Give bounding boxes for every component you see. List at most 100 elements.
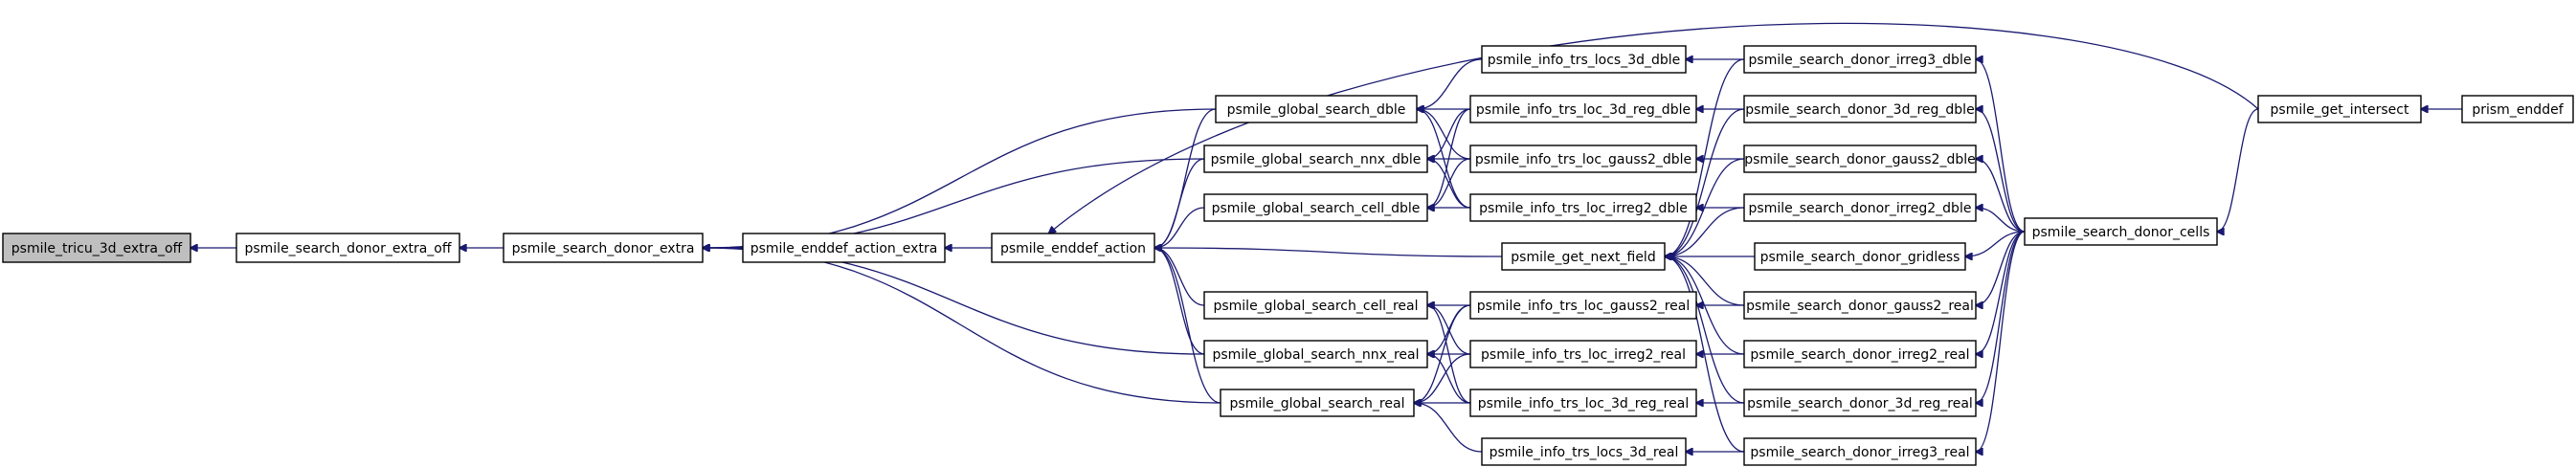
node-box[interactable] [1743, 389, 1977, 417]
node-label: psmile_global_search_cell_real [1213, 299, 1418, 314]
call-edge-n_sdx-n_gs_dble [703, 108, 1217, 248]
node-box[interactable] [503, 233, 704, 263]
call-edge-n_sd3dreg_dble-n_sdcells [1976, 109, 2026, 233]
call-edge-n_gnf-n_sdg2_real [1665, 256, 1745, 306]
graph-node-sdi2-dble[interactable]: psmile_search_donor_irreg2_dble [1743, 193, 1977, 222]
graph-node-sd3dreg-real[interactable]: psmile_search_donor_3d_reg_real [1743, 389, 1977, 417]
node-box[interactable] [1203, 193, 1428, 222]
node-box[interactable] [1203, 145, 1428, 173]
graph-node-sdx-off[interactable]: psmile_search_donor_extra_off [235, 233, 460, 263]
graph-node-sdi3-real[interactable]: psmile_search_donor_irreg3_real [1743, 437, 1977, 466]
node-box[interactable] [1215, 95, 1418, 123]
graph-node-gsnnx-real[interactable]: psmile_global_search_nnx_real [1203, 340, 1428, 368]
node-box[interactable] [1754, 242, 1966, 271]
graph-node-prism[interactable]: prism_enddef [2461, 95, 2574, 123]
node-label: psmile_search_donor_gauss2_dble [1744, 152, 1975, 167]
call-edge-n_gscell_dble-n_itl3dreg_dble [1427, 108, 1471, 208]
graph-node-gscell-real[interactable]: psmile_global_search_cell_real [1203, 291, 1428, 320]
call-edge-n_gnf-n_sdi3_real [1665, 256, 1745, 453]
call-edge-n_eda-n_gsnnx_real [1154, 248, 1205, 355]
node-label: psmile_search_donor_3d_reg_real [1747, 396, 1973, 411]
call-edge-n_sdi3_real-n_sdcells [1976, 231, 2026, 452]
node-label: psmile_info_trs_loc_gauss2_real [1477, 299, 1691, 314]
node-box[interactable] [1203, 340, 1428, 368]
node-box[interactable] [2024, 217, 2218, 246]
node-label: psmile_search_donor_gridless [1760, 250, 1960, 265]
graph-node-itl3dreg-dble[interactable]: psmile_info_trs_loc_3d_reg_dble [1469, 95, 1697, 123]
graph-node-sdi2-real[interactable]: psmile_search_donor_irreg2_real [1743, 340, 1977, 368]
node-box[interactable] [1481, 45, 1687, 74]
node-box[interactable] [1743, 291, 1977, 320]
node-box[interactable] [1743, 193, 1977, 222]
node-box[interactable] [2, 233, 191, 263]
node-box[interactable] [1469, 95, 1697, 123]
call-edge-n_eda-n_gnf [1154, 248, 1503, 257]
graph-node-eda-extra[interactable]: psmile_enddef_action_extra [742, 233, 946, 263]
graph-node-sdg2-dble[interactable]: psmile_search_donor_gauss2_dble [1743, 145, 1977, 173]
graph-node-itlg2-dble[interactable]: psmile_info_trs_loc_gauss2_dble [1469, 145, 1697, 173]
call-edge-n_eda-n_gs_dble [1154, 108, 1217, 248]
graph-node-gnf[interactable]: psmile_get_next_field [1501, 242, 1666, 271]
node-box[interactable] [1469, 145, 1697, 173]
call-edge-n_sdg2_real-n_sdcells [1976, 231, 2026, 305]
node-box[interactable] [1743, 437, 1977, 466]
node-box[interactable] [1469, 340, 1697, 368]
graph-node-sdgridless[interactable]: psmile_search_donor_gridless [1754, 242, 1966, 271]
graph-node-itl3dreg-real[interactable]: psmile_info_trs_loc_3d_reg_real [1469, 389, 1697, 417]
node-label: psmile_global_search_nnx_dble [1211, 152, 1422, 167]
graph-node-gsnnx-dble[interactable]: psmile_global_search_nnx_dble [1203, 145, 1428, 173]
call-edge-n_gsnnx_dble-n_itl3dreg_dble [1427, 108, 1471, 159]
node-label: psmile_global_search_nnx_real [1213, 347, 1420, 363]
node-box[interactable] [2461, 95, 2574, 123]
call-edge-n_gs_dble-n_itlg2_dble [1417, 109, 1471, 160]
graph-node-sdx[interactable]: psmile_search_donor_extra [503, 233, 704, 263]
call-edge-n_gnf-n_sdi3_dble [1665, 58, 1745, 256]
node-box[interactable] [1501, 242, 1666, 271]
node-box[interactable] [1743, 45, 1977, 74]
call-edge-n_sdgridless-n_sdcells [1965, 231, 2026, 256]
node-box[interactable] [1481, 437, 1687, 466]
call-edge-n_sdx-n_gsnnx_real [703, 248, 1205, 355]
call-edge-n_eda-n_gscell_real [1154, 248, 1205, 306]
call-edge-n_gs_real-n_itlg2_real [1414, 304, 1471, 403]
call-edge-n_sdx-n_gs_real [703, 248, 1221, 404]
node-box[interactable] [1743, 340, 1977, 368]
node-box[interactable] [1203, 291, 1428, 320]
node-box[interactable] [1469, 389, 1697, 417]
graph-node-gs-real[interactable]: psmile_global_search_real [1220, 389, 1415, 417]
graph-node-itli2-real[interactable]: psmile_info_trs_loc_irreg2_real [1469, 340, 1697, 368]
graph-node-gi[interactable]: psmile_get_intersect [2257, 95, 2422, 123]
graph-node-itli2-dble[interactable]: psmile_info_trs_loc_irreg2_dble [1469, 193, 1697, 222]
node-box[interactable] [742, 233, 946, 263]
graph-node-tricu[interactable]: psmile_tricu_3d_extra_off [2, 233, 191, 263]
node-box[interactable] [2257, 95, 2422, 123]
node-label: psmile_search_donor_extra [512, 241, 695, 256]
call-edge-n_sdi3_dble-n_sdcells [1976, 59, 2026, 233]
graph-node-itlg2-real[interactable]: psmile_info_trs_loc_gauss2_real [1469, 291, 1697, 320]
call-edge-n_sd3dreg_real-n_sdcells [1976, 231, 2026, 403]
graph-node-sdcells[interactable]: psmile_search_donor_cells [2024, 217, 2218, 246]
call-edge-n_sdi2_real-n_sdcells [1976, 231, 2026, 354]
call-edge-n_gnf-n_sdi2_dble [1665, 207, 1745, 256]
node-label: psmile_search_donor_irreg3_dble [1749, 53, 1972, 68]
node-box[interactable] [235, 233, 460, 263]
graph-node-itl3d-real[interactable]: psmile_info_trs_locs_3d_real [1481, 437, 1687, 466]
node-label: psmile_search_donor_3d_reg_dble [1745, 102, 1974, 118]
node-box[interactable] [1220, 389, 1415, 417]
node-box[interactable] [1743, 145, 1977, 173]
graph-node-gscell-dble[interactable]: psmile_global_search_cell_dble [1203, 193, 1428, 222]
node-label: psmile_info_trs_loc_3d_reg_real [1478, 396, 1689, 411]
call-edge-n_gnf-n_sd3dreg_dble [1665, 108, 1745, 256]
graph-node-sdi3-dble[interactable]: psmile_search_donor_irreg3_dble [1743, 45, 1977, 74]
node-label: psmile_search_donor_irreg2_real [1750, 347, 1969, 363]
node-box[interactable] [1469, 193, 1697, 222]
node-box[interactable] [1469, 291, 1697, 320]
graph-node-sdg2-real[interactable]: psmile_search_donor_gauss2_real [1743, 291, 1977, 320]
node-box[interactable] [991, 233, 1155, 263]
graph-node-itl3d-dble[interactable]: psmile_info_trs_locs_3d_dble [1481, 45, 1687, 74]
graph-node-gs-dble[interactable]: psmile_global_search_dble [1215, 95, 1418, 123]
node-box[interactable] [1743, 95, 1977, 123]
node-label: psmile_get_intersect [2271, 102, 2409, 118]
graph-node-sd3dreg-dble[interactable]: psmile_search_donor_3d_reg_dble [1743, 95, 1977, 123]
graph-node-eda[interactable]: psmile_enddef_action [991, 233, 1155, 263]
